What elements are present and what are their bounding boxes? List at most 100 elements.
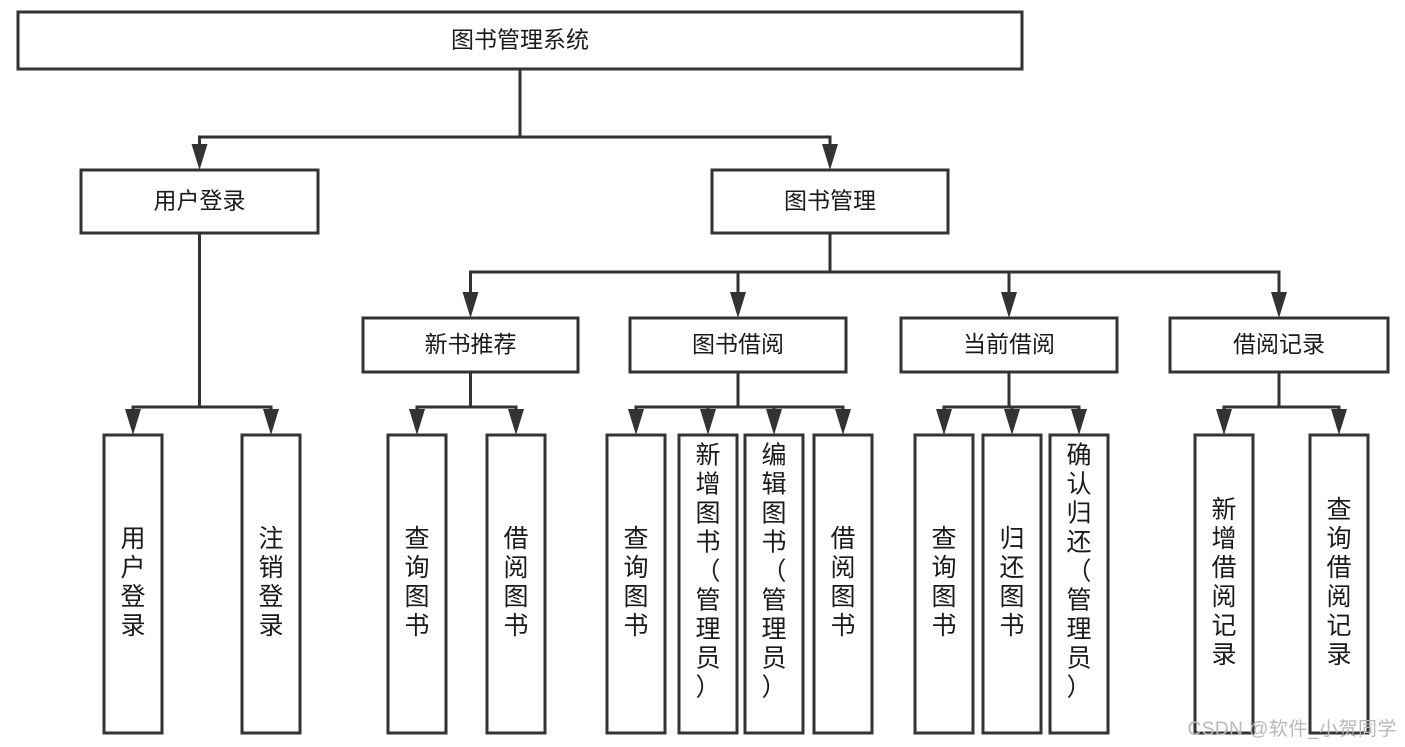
node-book-management[interactable]: 图书管理: [710, 168, 950, 235]
arrow-head-icon: [1216, 409, 1232, 435]
node-user-login-leaf[interactable]: 用户登录: [102, 433, 164, 735]
node-box-add-book-admin[interactable]: [677, 433, 739, 735]
node-box-book-management[interactable]: [710, 168, 950, 235]
arrow-head-icon: [191, 144, 208, 170]
node-box-root[interactable]: [16, 10, 1024, 71]
node-label-char: 理: [695, 616, 720, 644]
node-label-char: 查: [404, 525, 429, 553]
connector-layer: [125, 67, 1347, 435]
node-label-char: 询: [623, 554, 648, 582]
node-box-book-borrow[interactable]: [628, 316, 848, 374]
node-label-char: 户: [120, 554, 145, 582]
node-label-new-book-recommend: 新书推荐: [425, 331, 517, 357]
node-current-borrow[interactable]: 当前借阅: [899, 316, 1119, 374]
node-label-char: 增: [695, 471, 720, 499]
node-label-char: 还: [1066, 529, 1091, 557]
node-label-char: 阅: [1326, 583, 1351, 611]
node-label-char: 书: [623, 612, 648, 640]
node-box-edit-book-admin[interactable]: [743, 433, 805, 735]
node-label-char: 还: [999, 554, 1024, 582]
node-box-add-borrow-record[interactable]: [1193, 433, 1255, 735]
arrow-head-icon: [700, 409, 716, 435]
node-label-char: 员: [761, 645, 786, 673]
node-label-book-borrow: 图书借阅: [692, 331, 784, 357]
node-root[interactable]: 图书管理系统: [16, 10, 1024, 71]
node-label-char: 借: [503, 525, 528, 553]
node-label-book-management: 图书管理: [784, 188, 876, 214]
node-label-char: 书: [999, 612, 1024, 640]
node-box-new-book-recommend[interactable]: [361, 316, 580, 374]
node-label-char: 书: [503, 612, 528, 640]
node-label-char: 销: [258, 554, 283, 582]
node-box-borrow-records[interactable]: [1168, 316, 1390, 374]
node-box-current-borrow[interactable]: [899, 316, 1119, 374]
node-borrow-records[interactable]: 借阅记录: [1168, 316, 1390, 374]
node-label-char: 员: [1066, 645, 1091, 673]
node-label-char: 图: [695, 500, 720, 528]
node-label-char: 图: [830, 583, 855, 611]
node-label-char: 录: [258, 612, 283, 640]
node-label-char: 借: [830, 525, 855, 553]
node-label-char: 归: [999, 525, 1024, 553]
node-label-char: 确: [1066, 442, 1091, 470]
node-label-char: 编: [761, 442, 786, 470]
node-box-query-borrow-record[interactable]: [1308, 433, 1370, 735]
node-label-char: 图: [503, 583, 528, 611]
node-label-char: （: [1066, 558, 1091, 586]
arrow-head-icon: [1004, 409, 1020, 435]
node-label-char: 图: [931, 583, 956, 611]
node-label-char: （: [695, 558, 720, 586]
node-label-char: 书: [931, 612, 956, 640]
node-label-char: 登: [258, 583, 283, 611]
node-label-char: ）: [695, 674, 720, 702]
node-label-char: 询: [1326, 525, 1351, 553]
arrow-head-icon: [263, 409, 279, 435]
node-box-return-book[interactable]: [981, 433, 1043, 735]
node-label-current-borrow: 当前借阅: [963, 331, 1055, 357]
node-label-char: 理: [761, 616, 786, 644]
node-box-query-book-current[interactable]: [913, 433, 975, 735]
node-box-query-book-recommend[interactable]: [386, 433, 448, 735]
node-box-confirm-return-admin[interactable]: [1048, 433, 1110, 735]
arrow-head-icon: [1071, 409, 1087, 435]
node-box-borrow-book-recommend[interactable]: [485, 433, 547, 735]
node-box-query-book-borrow[interactable]: [605, 433, 667, 735]
arrow-head-icon: [835, 409, 851, 435]
node-box-user-login[interactable]: [79, 168, 320, 235]
node-new-book-recommend[interactable]: 新书推荐: [361, 316, 580, 374]
node-label-char: ）: [1066, 674, 1091, 702]
node-label-char: ）: [761, 674, 786, 702]
node-label-borrow-records: 借阅记录: [1233, 331, 1325, 357]
node-book-borrow[interactable]: 图书借阅: [628, 316, 848, 374]
node-label-char: 录: [120, 612, 145, 640]
node-label-char: 借: [1211, 554, 1236, 582]
arrow-head-icon: [409, 409, 425, 435]
node-label-char: 查: [1326, 496, 1351, 524]
node-box-borrow-book-borrow[interactable]: [812, 433, 874, 735]
node-label-char: 阅: [1211, 583, 1236, 611]
node-label-char: 查: [623, 525, 648, 553]
node-box-user-login-leaf[interactable]: [102, 433, 164, 735]
node-box-user-logout-leaf[interactable]: [240, 433, 302, 735]
arrow-head-icon: [628, 409, 644, 435]
node-label-char: 登: [120, 583, 145, 611]
node-label-char: 查: [931, 525, 956, 553]
arrow-head-icon: [125, 409, 141, 435]
arrow-head-icon: [508, 409, 524, 435]
node-user-login[interactable]: 用户登录: [79, 168, 320, 235]
node-label-user-login: 用户登录: [154, 188, 246, 214]
